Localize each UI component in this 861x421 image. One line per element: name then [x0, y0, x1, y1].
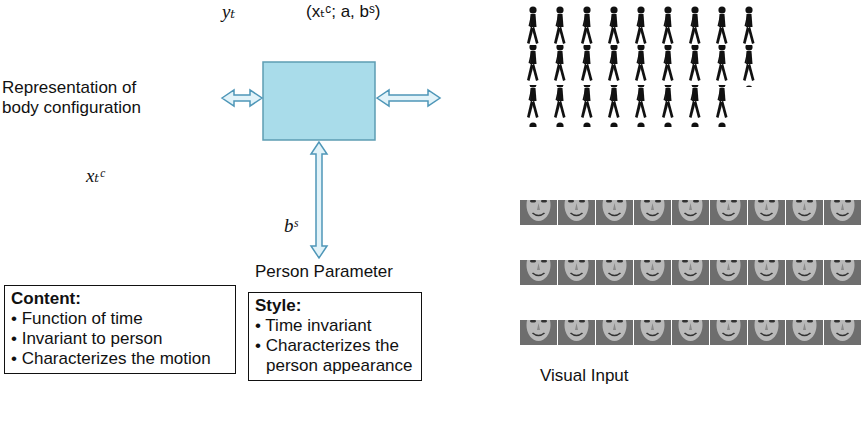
model-box: [263, 62, 375, 140]
double-arrow: [311, 142, 327, 258]
text-label: bˢ: [284, 216, 298, 236]
double-arrow: [377, 90, 440, 106]
style-box: Style:• Time invariant• Characterizes th…: [248, 292, 422, 381]
walker-row: [520, 45, 765, 87]
text-label: xₜᶜ: [86, 166, 104, 186]
face-row: [520, 260, 861, 300]
bullet-item: • Time invariant: [255, 316, 415, 336]
text-label: (xₜᶜ; a, bˢ): [306, 2, 380, 22]
text-label: Person Parameter: [255, 262, 393, 282]
text-label: Visual Input: [540, 366, 629, 386]
bullet-item: • Characterizes the motion: [11, 349, 229, 369]
face-row: [520, 200, 861, 240]
bullet-item: • Function of time: [11, 309, 229, 329]
walker-row: [520, 5, 765, 47]
box-heading: Style:: [255, 296, 415, 316]
bullet-item: • Characterizes the person appearance: [255, 336, 415, 376]
walker-row: [520, 85, 740, 127]
box-heading: Content:: [11, 289, 229, 309]
content-box: Content:• Function of time• Invariant to…: [4, 285, 236, 374]
text-label: Representation of body configuration: [2, 78, 170, 118]
text-label: yₜ: [222, 2, 235, 22]
double-arrow: [222, 90, 262, 106]
face-row: [520, 320, 861, 360]
bullet-item: • Invariant to person: [11, 329, 229, 349]
